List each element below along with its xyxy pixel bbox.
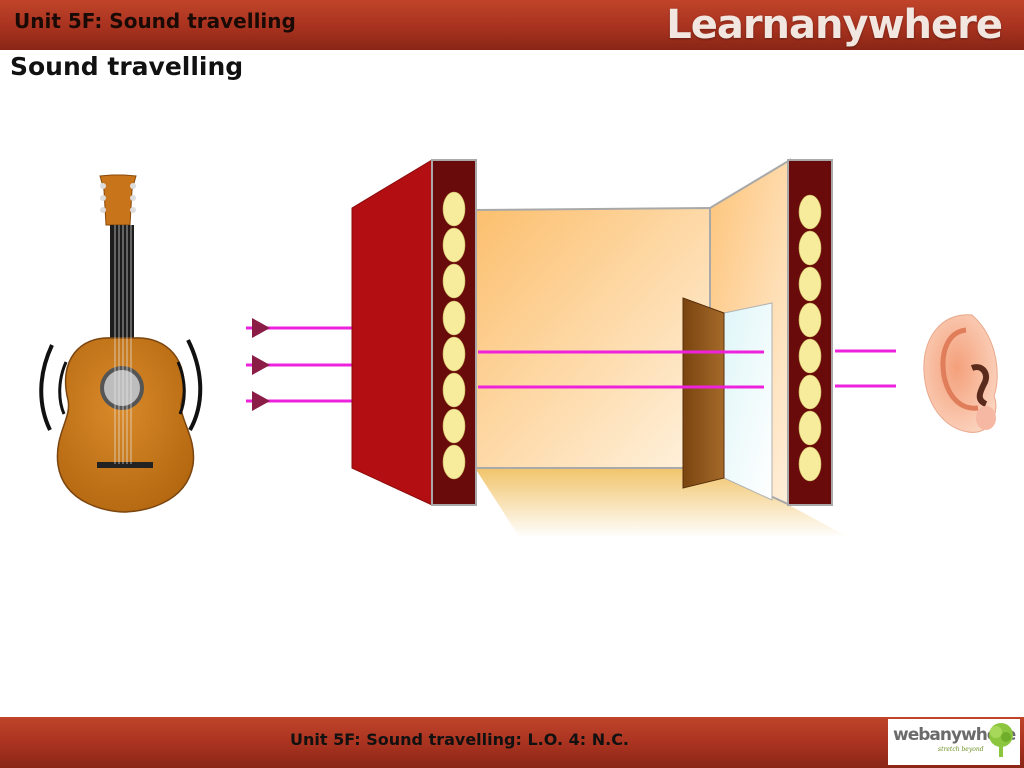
door-icon xyxy=(682,297,773,501)
unit-title: Unit 5F: Sound travelling xyxy=(14,9,296,33)
footer-text: Unit 5F: Sound travelling: L.O. 4: N.C. xyxy=(290,730,630,749)
wall-icon xyxy=(351,159,477,506)
brand-logo: Learnanywhere xyxy=(666,2,1003,48)
webanywhere-logo: webanywhere stretch beyond xyxy=(888,719,1020,765)
footer-bar: Unit 5F: Sound travelling: L.O. 4: N.C. … xyxy=(0,717,1024,768)
logo-tagline: stretch beyond xyxy=(938,746,984,753)
ear-icon xyxy=(923,314,998,433)
page-title: Sound travelling xyxy=(10,52,244,81)
wall-icon xyxy=(787,159,833,506)
guitar-icon xyxy=(39,174,203,513)
logo-text: webanywhere xyxy=(893,725,1016,745)
header-bar: Unit 5F: Sound travelling Learnanywhere xyxy=(0,0,1024,50)
tree-icon xyxy=(989,723,1013,757)
sound-arrow-icon xyxy=(478,349,896,389)
